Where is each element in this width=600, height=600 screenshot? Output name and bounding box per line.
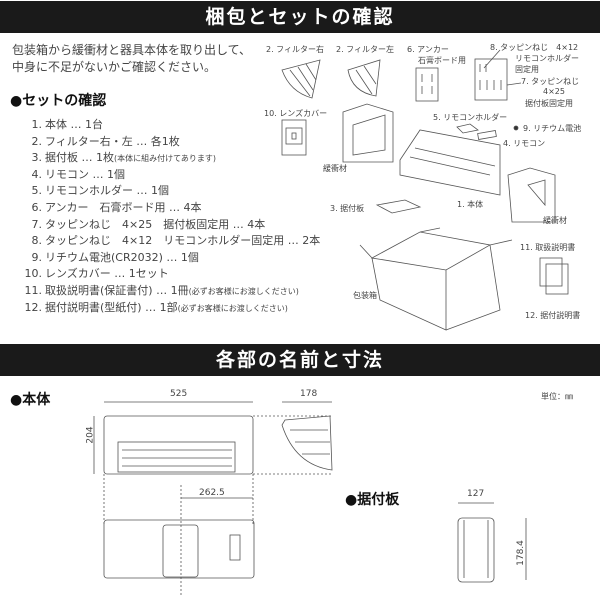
set-item: 6.アンカー 石膏ボード用 … 4本 [12, 200, 320, 217]
set-item-text: リモコンホルダー … 1個 [45, 184, 169, 198]
dimension-arrows [93, 401, 527, 580]
set-item: 11.取扱説明書(保証書付) … 1冊(必ずお客様にお渡しください) [12, 283, 320, 300]
set-item-number: 3. [31, 151, 43, 165]
set-item-text: リモコン … 1個 [45, 167, 125, 181]
label-manual: 11. 取扱説明書 [520, 243, 576, 252]
unit-label: 単位：㎜ [541, 392, 573, 401]
rear-view [103, 519, 255, 579]
label-install-manual: 12. 据付説明書 [525, 311, 581, 320]
set-item-text: 据付説明書(型紙付) … 1部 [45, 300, 178, 314]
label-screw-4x25: 7. タッピンねじ [521, 77, 580, 86]
filter-right-illustration [281, 59, 321, 99]
section-title-packaging: 梱包とセットの確認 [0, 1, 600, 33]
set-item-number: 2. [31, 134, 43, 148]
set-item-text: レンズカバー … 1セット [45, 267, 169, 281]
mount-plate-illustration [375, 199, 422, 214]
set-item: 1.本体 … 1台 [12, 117, 320, 134]
set-item: 2.フィルター右・左 … 各1枚 [12, 134, 320, 151]
label-anchor-sub: 石膏ボード用 [418, 56, 466, 65]
plate-heading: ●据付板 [345, 492, 400, 508]
dim-plate-width: 127 [467, 489, 485, 499]
manuals-illustration [539, 257, 569, 295]
remote-illustration [477, 130, 497, 140]
label-body: 1. 本体 [457, 200, 484, 209]
set-item-text: タッピンねじ 4×12 リモコンホルダー固定用 … 2本 [45, 234, 321, 248]
heater-body-illustration [399, 129, 501, 196]
package-contents-illustration [281, 49, 569, 331]
set-item-text: タッピンねじ 4×25 据付板固定用 … 4本 [45, 217, 266, 231]
set-item-text: フィルター右・左 … 各1枚 [45, 134, 180, 148]
mount-plate-view [457, 517, 495, 583]
label-screw-4x12-sub2: 固定用 [515, 65, 539, 74]
set-item: 5.リモコンホルダー … 1個 [12, 183, 320, 200]
label-remote-holder: 5. リモコンホルダー [433, 113, 508, 122]
set-item-number: 10. [24, 267, 43, 281]
set-item-number: 4. [31, 167, 43, 181]
body-heading: ●本体 [10, 392, 51, 408]
screw-bag-illustration [474, 49, 522, 101]
battery-illustration [513, 125, 519, 131]
label-cushion-left: 緩衝材 [323, 164, 347, 173]
label-screw-4x25-sub1: 4×25 [543, 87, 565, 96]
section-title-dimensions: 各部の名前と寸法 [0, 344, 600, 376]
lens-cover-illustration [281, 119, 307, 156]
box-illustration [359, 227, 513, 331]
set-item-number: 7. [31, 217, 43, 231]
intro-line-2: 中身に不足がないかご確認ください。 [12, 60, 217, 74]
set-item-number: 12. [24, 300, 43, 314]
label-mount-plate: 3. 据付板 [330, 204, 365, 213]
set-item-number: 1. [31, 118, 43, 131]
set-item: 10.レンズカバー … 1セット [12, 266, 320, 283]
set-item-note: (必ずお客様にお渡しください) [188, 286, 299, 296]
set-item: 8.タッピンねじ 4×12 リモコンホルダー固定用 … 2本 [12, 233, 321, 250]
label-lens-cover: 10. レンズカバー [264, 109, 328, 118]
set-item: 9.リチウム電池(CR2032) … 1個 [12, 250, 320, 267]
set-item-note: (必ずお客様にお渡しください) [177, 303, 288, 313]
anchor-bag-illustration [415, 67, 439, 102]
dim-center: 262.5 [199, 488, 225, 498]
set-item-note: (本体に組み付けてあります) [114, 154, 217, 164]
label-filter-right: 2. フィルター右 [266, 45, 325, 54]
set-item-number: 9. [31, 250, 43, 264]
side-view [281, 415, 333, 471]
label-anchor: 6. アンカー [407, 45, 449, 54]
set-item-text: 取扱説明書(保証書付) … 1冊 [45, 283, 189, 297]
dimension-drawings [93, 401, 527, 595]
label-remote: 4. リモコン [503, 139, 546, 148]
front-view [103, 415, 254, 475]
label-box: 包装箱 [353, 291, 377, 300]
label-screw-4x12-sub1: リモコンホルダー [515, 54, 579, 63]
label-battery: 9. リチウム電池 [523, 124, 582, 133]
set-check-heading: ●セットの確認 [10, 93, 107, 109]
set-item-number: 8. [31, 234, 43, 248]
set-item-text: 本体 … 1台 [45, 118, 103, 131]
filter-left-illustration [347, 59, 381, 97]
label-screw-4x25-sub2: 据付板固定用 [525, 99, 573, 108]
remote-holder-illustration [456, 123, 479, 134]
set-item-text: 据付板 … 1枚 [45, 151, 114, 165]
set-item-number: 6. [31, 200, 43, 214]
cushion-left-illustration [342, 103, 394, 163]
cushion-right-illustration [507, 167, 556, 223]
set-item-number: 11. [24, 283, 43, 297]
dimension-lines [103, 415, 333, 595]
label-filter-left: 2. フィルター左 [336, 45, 395, 54]
intro-line-1: 包装箱から緩衝材と器具本体を取り出して、 [12, 43, 252, 57]
set-item-text: リチウム電池(CR2032) … 1個 [45, 250, 199, 264]
set-item-number: 5. [31, 184, 43, 198]
dim-width: 525 [170, 389, 188, 399]
set-item: 4.リモコン … 1個 [12, 167, 320, 184]
set-item: 12.据付説明書(型紙付) … 1部(必ずお客様にお渡しください) [12, 300, 320, 317]
set-item-text: アンカー 石膏ボード用 … 4本 [45, 200, 202, 214]
label-screw-4x12: 8. タッピンねじ 4×12 [490, 43, 579, 52]
dim-depth: 178 [300, 389, 318, 399]
set-item: 3.据付板 … 1枚(本体に組み付けてあります) [12, 150, 320, 167]
set-item: 7.タッピンねじ 4×25 据付板固定用 … 4本 [12, 217, 320, 234]
